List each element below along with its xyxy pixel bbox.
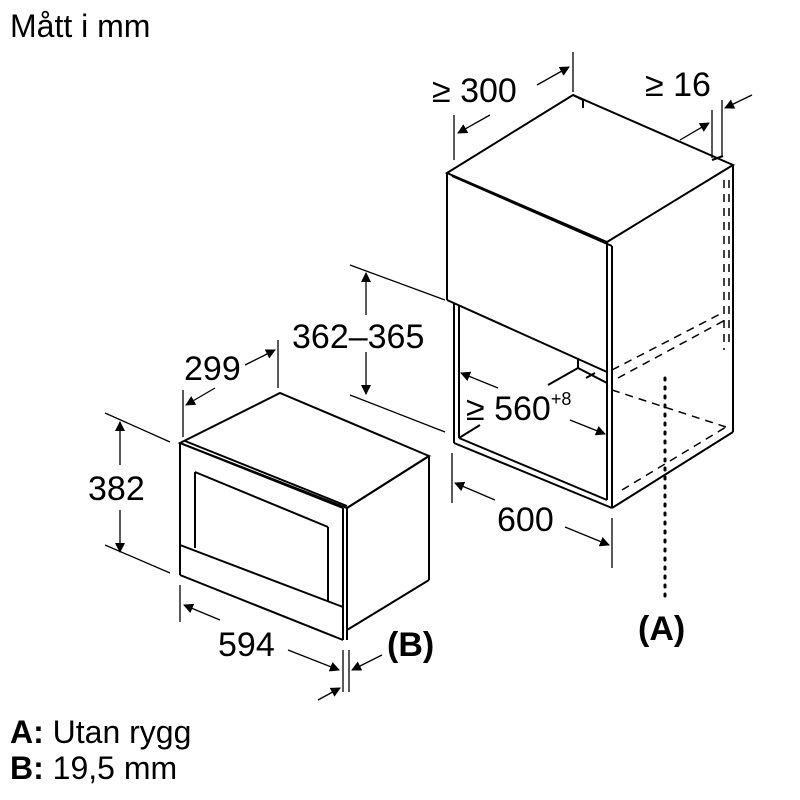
legend-item-b: B: 19,5 mm	[10, 752, 177, 784]
legend-text-a: Utan rygg	[52, 714, 192, 750]
dim-cabinet-width: 600	[497, 501, 554, 539]
dim-appliance-width: 594	[218, 626, 275, 664]
callout-a-text: (A)	[638, 610, 686, 648]
dim-side-gap: ≥ 16	[645, 66, 711, 104]
dim-niche-top-depth: ≥ 300	[432, 72, 517, 110]
dim-niche-width-value: ≥ 560	[466, 390, 551, 428]
appliance	[177, 391, 432, 641]
legend-item-a: A: Utan rygg	[10, 716, 191, 748]
dim-niche-width-tolerance: +8	[550, 389, 572, 409]
dim-appliance-height: 382	[88, 470, 145, 508]
callout-a: (A)	[638, 612, 685, 646]
niche-cabinet	[453, 303, 734, 509]
dimension-lines	[104, 52, 753, 701]
dim-niche-width: ≥ 560+8	[466, 389, 572, 428]
callout-b: (B)	[387, 628, 434, 662]
callout-b-text: (B)	[387, 626, 435, 664]
hidden-lines	[611, 180, 730, 491]
dim-appliance-depth: 299	[184, 350, 241, 388]
legend-key-b: B:	[10, 750, 44, 786]
legend-text-b: 19,5 mm	[52, 750, 178, 786]
legend-key-a: A:	[10, 714, 44, 750]
upper-cabinet	[444, 93, 736, 432]
page-title: Mått i mm	[10, 8, 151, 44]
dim-niche-height: 362–365	[292, 318, 425, 356]
